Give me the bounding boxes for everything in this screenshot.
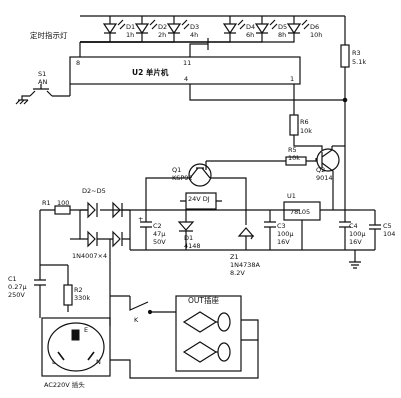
mcu-label: U2 单片机 (132, 67, 169, 77)
q2-part: 9014 (316, 174, 333, 182)
c3-id: C3 (277, 222, 286, 230)
out-socket (175, 295, 242, 372)
bridge-label: D2~D5 (82, 187, 106, 195)
led-time: 2h (158, 31, 166, 39)
plug-E: E (84, 326, 88, 334)
led-id: D5 (278, 23, 287, 31)
s1-id: S1 (38, 70, 46, 78)
c2-id: C2 (153, 222, 162, 230)
led-time: 8h (278, 31, 286, 39)
c2-voltage: 50V (153, 238, 166, 246)
c2-value: 47μ (153, 230, 165, 238)
r2-resistor (63, 284, 73, 306)
d1-id: D1 (184, 234, 193, 242)
r6-resistor (289, 114, 299, 136)
r3-resistor (340, 44, 350, 68)
mcu-u2 (69, 56, 301, 85)
s1-label: AN (38, 78, 47, 86)
led-id: D3 (190, 23, 199, 31)
r3-value: 5.1k (352, 58, 366, 66)
led-time: 6h (246, 31, 254, 39)
z1-voltage: 8.2V (230, 269, 245, 277)
relay-label: 24V DJ (188, 195, 210, 203)
u1-part: 78L05 (290, 208, 310, 216)
q1-transistor (188, 163, 212, 187)
c4-voltage: 16V (349, 238, 362, 246)
z1-part: 1N4738A (230, 261, 261, 269)
led-time: 10h (310, 31, 322, 39)
c3-voltage: 16V (277, 238, 290, 246)
plug-label: AC220V 插头 (44, 380, 85, 389)
led-id: D2 (158, 23, 167, 31)
c4-id: C4 (349, 222, 358, 230)
q2-transistor (316, 148, 340, 172)
led-time: 1h (126, 31, 134, 39)
q1-id: Q1 (172, 166, 181, 174)
r5-id: R5 (288, 146, 297, 154)
r2-value: 330k (74, 294, 90, 302)
led-id: D1 (126, 23, 135, 31)
bridge-rectifier (79, 201, 131, 248)
c3-value: 100μ (277, 230, 294, 238)
c5-id: C5 (383, 222, 392, 230)
mcu-pin1: 1 (290, 75, 294, 83)
bridge-parts: 1N4007×4 (72, 252, 107, 260)
r6-id: R6 (300, 118, 309, 126)
r3-id: R3 (352, 49, 361, 57)
u1-id: U1 (287, 192, 296, 200)
mcu-pin8: 8 (76, 59, 80, 67)
led-group-label: 定时指示灯 (30, 30, 68, 40)
d1-part: 4148 (184, 242, 201, 250)
c1-value: 0.27μ (8, 283, 27, 291)
z1-id: Z1 (230, 253, 239, 261)
r1-id: R1 (42, 199, 51, 207)
c1-voltage: 250V (8, 291, 25, 299)
c1-id: C1 (8, 275, 17, 283)
r1-value: 100 (57, 199, 69, 207)
led-time: 4h (190, 31, 198, 39)
out-label: OUT插座 (188, 295, 219, 305)
mcu-pin11: 11 (183, 59, 191, 67)
ac-plug (41, 317, 111, 377)
c2-plus: + (138, 215, 143, 223)
c4-value: 100μ (349, 230, 366, 238)
c5-value: 104 (383, 230, 395, 238)
q2-id: Q2 (316, 166, 325, 174)
led-id: D4 (246, 23, 255, 31)
r5-value: 10k (288, 154, 300, 162)
plug-N: N (96, 358, 101, 366)
k-label: K (134, 316, 139, 324)
r2-id: R2 (74, 286, 83, 294)
led-id: D6 (310, 23, 319, 31)
mcu-pin4: 4 (184, 75, 188, 83)
r1-resistor (54, 205, 71, 215)
plug-L: L (52, 358, 56, 366)
r6-value: 10k (300, 127, 312, 135)
